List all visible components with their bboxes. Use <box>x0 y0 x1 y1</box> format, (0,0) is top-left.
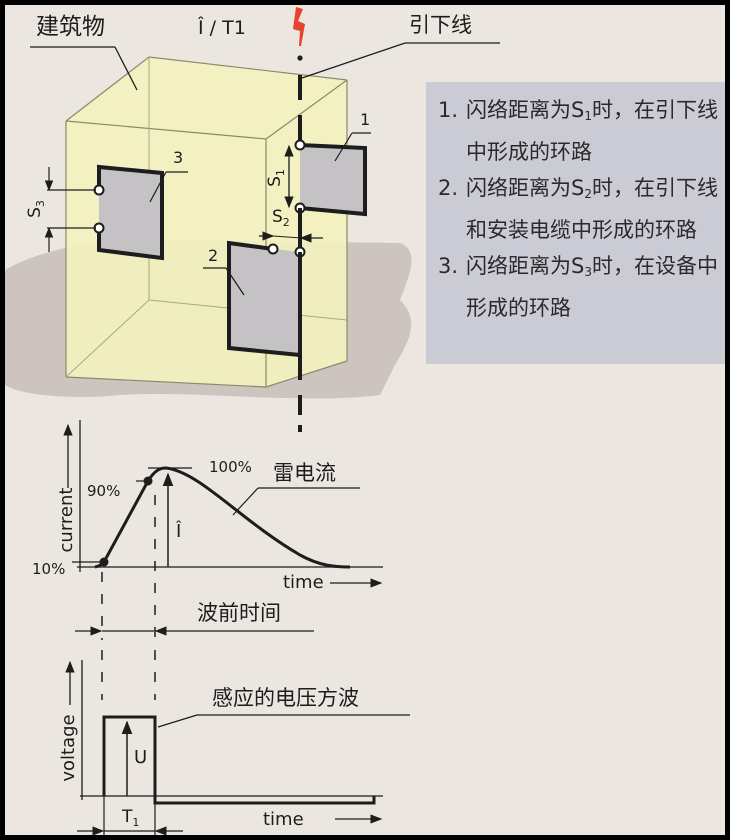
time-axis-label: time <box>283 572 324 593</box>
voltage-square-wave <box>102 715 376 805</box>
current-chart: current time 10% 90% 100% 雷电流 Î 波前时间 <box>32 420 383 640</box>
t1-label: T1 <box>121 807 139 829</box>
loop-3: 3 <box>93 148 188 261</box>
voltage-axis-label: voltage <box>58 714 79 781</box>
voltage-curve-label: 感应的电压方波 <box>212 686 359 710</box>
down-conductor-label: 引下线 <box>409 13 472 37</box>
current-axis-label: current <box>56 488 77 553</box>
loop-1-label: 1 <box>360 110 370 129</box>
lightning-bolt-icon <box>293 7 305 46</box>
s1-label: S1 <box>265 169 287 187</box>
s3-label: S3 <box>25 200 47 218</box>
legend-item-2: 2. 闪络距离为S2时，在引下线和安装电缆中形成的环路 <box>438 176 718 242</box>
front-time-label: 波前时间 <box>197 601 281 625</box>
loop-3-label: 3 <box>173 148 183 167</box>
building-label: 建筑物 <box>36 14 105 40</box>
loop-1: 1 <box>294 110 371 217</box>
p100-label: 100% <box>209 458 252 476</box>
lightning-loop-diagram: 建筑物 Î / T1 引下线 1 S1 S2 2 <box>5 7 500 835</box>
p10-label: 10% <box>32 560 65 578</box>
legend-box: 1. 闪络距离为S1时，在引下线中形成的环路 2. 闪络距离为S2时，在引下线和… <box>426 82 725 364</box>
legend-item-1: 1. 闪络距离为S1时，在引下线中形成的环路 <box>438 98 718 164</box>
legend-item-3: 3. 闪络距离为S3时，在设备中形成的环路 <box>438 254 718 320</box>
loop-2: 2 <box>203 240 306 357</box>
loop-2-label: 2 <box>208 246 218 265</box>
p90-label: 90% <box>87 482 120 500</box>
voltage-amplitude-label: U <box>134 747 147 768</box>
peak-over-t1-label: Î / T1 <box>197 16 246 39</box>
peak-current-label: Î <box>175 520 182 542</box>
diagram-page: 建筑物 Î / T1 引下线 1 S1 S2 2 <box>5 5 725 835</box>
voltage-chart: voltage U 感应的电压方波 T1 time <box>58 650 410 835</box>
voltage-time-axis-label: time <box>263 809 304 830</box>
current-curve-label: 雷电流 <box>273 461 336 485</box>
s2-label: S2 <box>272 207 290 229</box>
